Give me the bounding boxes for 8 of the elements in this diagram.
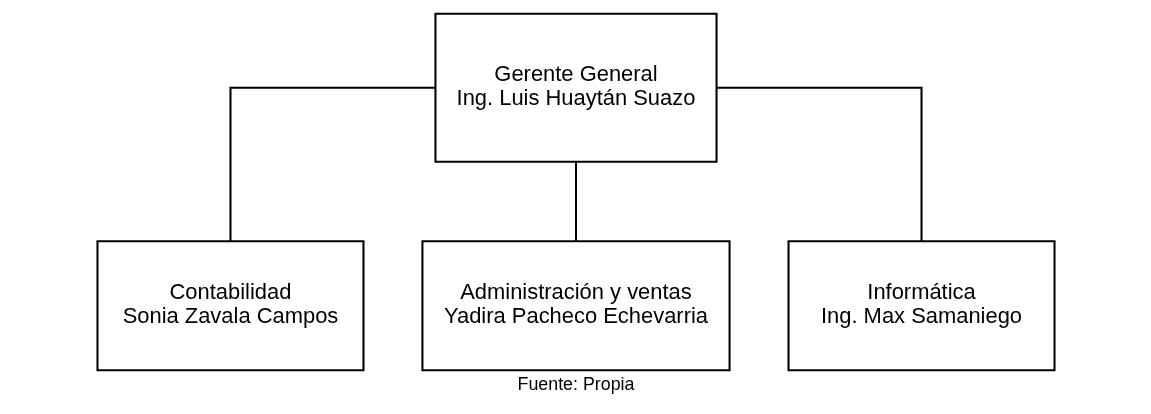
node-box: Contabilidad Sonia Zavala Campos <box>95 240 364 372</box>
node-box: Informática Ing. Max Samaniego <box>787 240 1056 372</box>
node-box: Gerente General Ing. Luis Huaytán Suazo <box>433 12 718 163</box>
connector <box>716 86 923 241</box>
connector <box>228 86 435 241</box>
caption: Fuente: Propia <box>517 373 634 394</box>
connector <box>574 162 577 242</box>
node-box: Administración y ventas Yadira Pacheco Echevarria <box>420 240 731 372</box>
